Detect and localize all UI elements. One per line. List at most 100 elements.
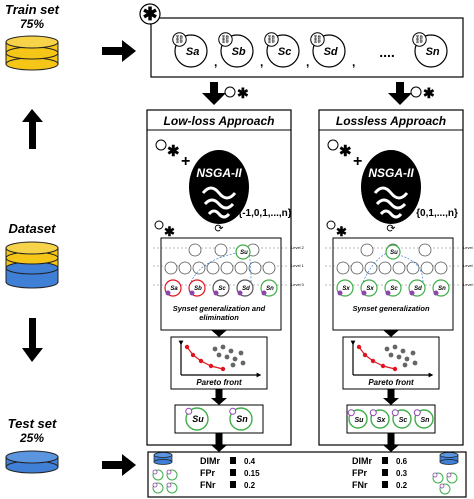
right-dominated-point <box>410 350 416 356</box>
arrow-to-lossless <box>388 82 412 105</box>
left-tree-node <box>188 243 202 257</box>
left-tree-node <box>234 261 248 275</box>
right-tree-node <box>378 261 392 275</box>
svg-text:Su: Su <box>240 250 248 256</box>
synset-sd: ⛓Sd <box>310 32 346 68</box>
eval-database-icon-right <box>439 452 459 465</box>
left-value-set: {-1,0,1,...,n} <box>238 208 291 219</box>
low-loss-panel: Low-loss Approach✱+NSGA-II{-1,0,1,...,n}… <box>146 109 305 452</box>
left-dominated-point <box>228 348 234 354</box>
svg-text:Sd: Sd <box>242 286 250 292</box>
eval-sample-icon <box>152 482 164 494</box>
right-plus-icon: + <box>353 153 362 170</box>
asterisk-badge-right: ✱ <box>410 85 435 101</box>
svg-text:Sx: Sx <box>377 417 387 424</box>
left-metric-fnr-value: 0.2 <box>244 481 256 490</box>
right-tree-node <box>434 261 448 275</box>
synset-sb-label: Sb <box>232 46 246 58</box>
svg-text:Sn: Sn <box>266 286 274 292</box>
right-metric-fnr-name: FNr <box>352 480 368 490</box>
left-level-label: Level 1 <box>291 263 305 268</box>
svg-text:✱: ✱ <box>142 4 157 24</box>
synset-comma-3: , <box>306 55 309 69</box>
left-pareto-point <box>208 363 214 369</box>
left-nsga-brain-icon <box>189 150 249 224</box>
svg-text:✱: ✱ <box>423 85 435 101</box>
right-result-sc: Sc <box>391 409 412 429</box>
left-dominated-point <box>232 356 238 362</box>
right-node-su <box>385 244 401 260</box>
eval-sample-icon <box>439 483 451 495</box>
right-result-sn: Sn <box>413 409 434 429</box>
right-arrow-to-result <box>383 389 399 405</box>
synset-sd-label: Sd <box>324 46 338 58</box>
right-metric-bar <box>382 469 388 476</box>
left-input-asterisk-icon: ✱ <box>155 139 180 160</box>
left-metric-dimr-value: 0.4 <box>244 457 256 466</box>
arrow-test-to-evaluation <box>102 454 136 476</box>
right-stage-caption: Synset generalization <box>352 304 430 313</box>
left-level-label: Level 2 <box>291 245 305 250</box>
test-set-percent: 25% <box>19 431 44 445</box>
synset-sa-label: Sa <box>186 46 199 58</box>
right-level-label: Level 1 <box>463 263 474 268</box>
left-dominated-point <box>240 360 246 366</box>
svg-text:Sn: Sn <box>438 286 446 292</box>
right-dominated-point <box>412 360 418 366</box>
svg-text:Su: Su <box>390 250 398 256</box>
dataset-title: Dataset <box>9 221 57 236</box>
arrow-train-to-synsets <box>102 40 136 62</box>
right-nsga-label: NSGA-II <box>368 166 414 180</box>
left-pareto-label: Pareto front <box>196 378 242 387</box>
right-pareto-point <box>380 363 386 369</box>
left-pareto-point <box>198 358 204 364</box>
arrow-dataset-to-train <box>22 109 43 149</box>
left-node-su <box>235 244 251 260</box>
right-dominated-point <box>402 362 408 368</box>
right-pareto-point <box>362 352 368 358</box>
left-tree-node <box>164 261 178 275</box>
svg-text:Sc: Sc <box>390 286 398 292</box>
left-tree-node <box>220 261 234 275</box>
left-tree-node <box>262 261 276 275</box>
eval-sample-icon <box>432 472 444 484</box>
right-dominated-point <box>392 344 398 350</box>
left-pareto-point <box>190 352 196 358</box>
right-tree-node <box>350 261 364 275</box>
svg-text:⛓: ⛓ <box>414 35 424 44</box>
arrow-to-low-loss <box>202 82 226 105</box>
right-metric-dimr-name: DIMr <box>352 456 372 466</box>
svg-text:⛓: ⛓ <box>174 35 184 44</box>
svg-text:Sb: Sb <box>194 286 202 292</box>
left-dominated-point <box>216 352 222 358</box>
right-pareto-label: Pareto front <box>368 378 414 387</box>
left-tree-node <box>178 261 192 275</box>
left-metric-bar <box>230 457 236 464</box>
svg-text:Su: Su <box>192 414 204 424</box>
left-metric-bar <box>230 481 236 488</box>
left-tree-node <box>214 243 228 257</box>
svg-text:⛓: ⛓ <box>266 35 276 44</box>
synset-comma-1: , <box>214 55 217 69</box>
svg-text:Sn: Sn <box>236 414 248 424</box>
right-arrow-to-evaluation <box>383 433 399 452</box>
synset-sb: ⛓Sb <box>218 32 254 68</box>
right-metric-fnr-value: 0.2 <box>396 481 408 490</box>
left-refresh-icon: ⟳ <box>214 222 223 235</box>
right-dominated-point <box>384 346 390 352</box>
left-pareto-point <box>184 344 190 350</box>
synset-sa: ⛓Sa <box>172 32 208 68</box>
left-arrow-to-result <box>211 389 227 405</box>
left-stage-caption: Synset generalization and <box>173 304 266 313</box>
left-metric-bar <box>230 469 236 476</box>
synset-comma-2: , <box>260 55 263 69</box>
svg-text:Sc: Sc <box>399 417 408 424</box>
left-dominated-point <box>230 362 236 368</box>
left-tree-node <box>248 261 262 275</box>
synset-comma-4: , <box>352 55 355 69</box>
right-input-asterisk-icon: ✱ <box>327 139 352 160</box>
left-tree-node <box>206 261 220 275</box>
